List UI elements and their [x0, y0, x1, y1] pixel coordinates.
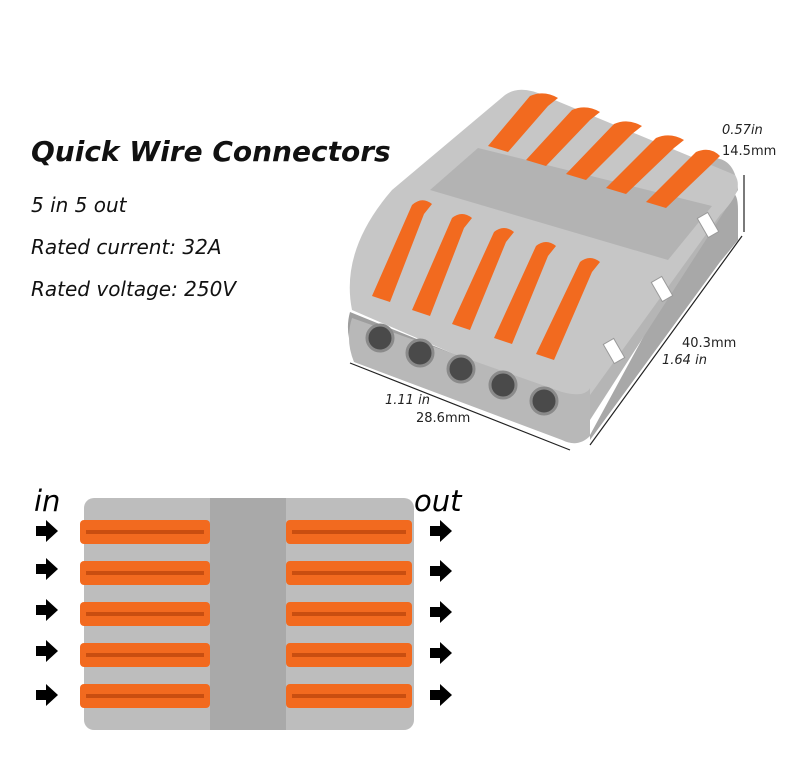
front-lever-1[interactable]: [372, 200, 432, 302]
spec-voltage: Rated voltage: 250V: [31, 277, 237, 301]
front-lever-3[interactable]: [452, 228, 514, 330]
front-lever-2[interactable]: [412, 214, 472, 316]
back-lever-4[interactable]: [606, 135, 684, 194]
spec-current: Rated current: 32A: [31, 235, 222, 259]
wire-hole-1: [365, 323, 395, 353]
front-levers: [372, 200, 600, 360]
arrow-right-icon: [36, 558, 58, 580]
arrow-right-icon: [430, 684, 452, 706]
in-label: in: [34, 484, 61, 518]
arrow-right-icon: [430, 520, 452, 542]
front-lever-5[interactable]: [536, 258, 600, 360]
arrow-right-icon: [36, 520, 58, 542]
arrow-right-icon: [36, 684, 58, 706]
out-label: out: [414, 484, 462, 518]
back-levers: [488, 93, 720, 208]
front-lever-4[interactable]: [494, 242, 556, 344]
dim-width-in: 1.11 in: [385, 393, 430, 408]
top-view-center-bar: [210, 498, 286, 730]
dim-height-mm: 14.5mm: [722, 144, 777, 159]
arrow-right-icon: [430, 601, 452, 623]
back-lever-2[interactable]: [526, 107, 600, 166]
wire-hole-5: [529, 386, 559, 416]
arrow-right-icon: [430, 642, 452, 664]
dim-width-mm: 28.6mm: [416, 411, 471, 426]
back-lever-5[interactable]: [646, 149, 720, 208]
dim-height-in: 0.57in: [722, 123, 763, 138]
back-lever-3[interactable]: [566, 121, 642, 180]
input-arrows: [36, 520, 58, 706]
dim-line-depth: [589, 235, 743, 446]
arrow-right-icon: [430, 560, 452, 582]
side-slots: [602, 211, 720, 365]
dim-line-width: [349, 362, 571, 451]
spec-io: 5 in 5 out: [31, 193, 127, 217]
arrow-right-icon: [36, 640, 58, 662]
wire-hole-4: [488, 370, 518, 400]
dim-depth-in: 1.64 in: [662, 353, 707, 368]
back-lever-1[interactable]: [488, 93, 558, 152]
wire-hole-2: [405, 338, 435, 368]
product-title: Quick Wire Connectors: [31, 135, 391, 168]
arrow-right-icon: [36, 599, 58, 621]
dim-depth-mm: 40.3mm: [682, 336, 737, 351]
wire-hole-3: [446, 354, 476, 384]
output-arrows: [430, 520, 452, 706]
wire-holes: [365, 323, 559, 416]
